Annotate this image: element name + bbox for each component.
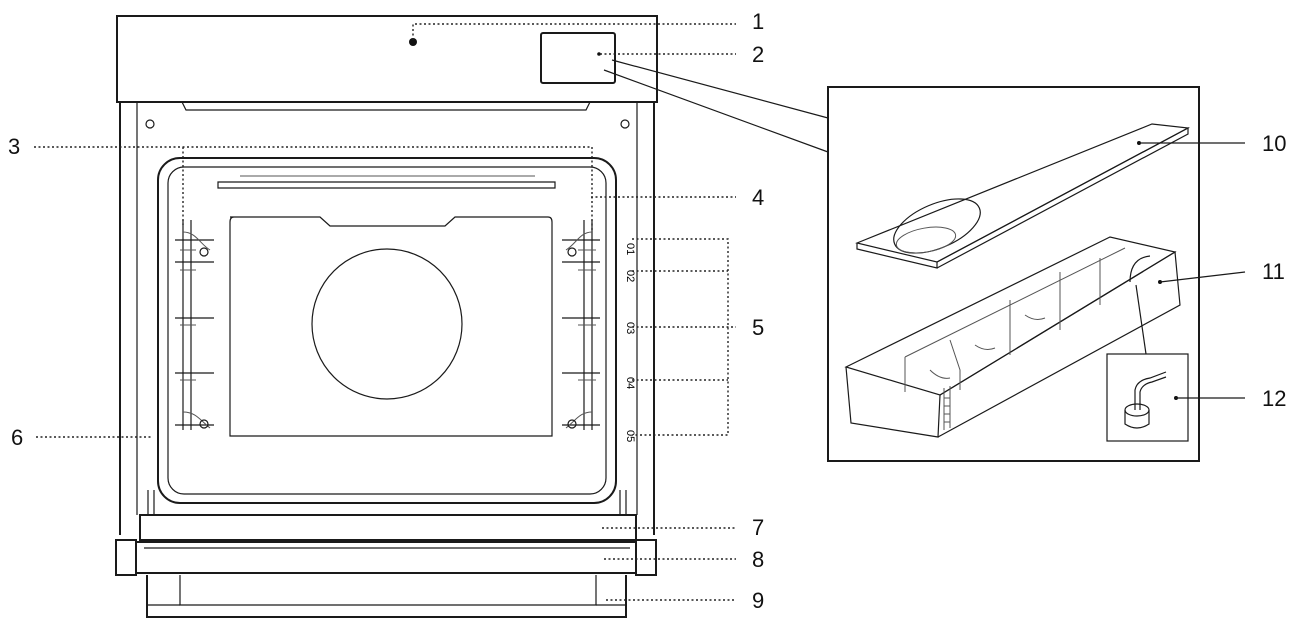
- callout-10: 10: [1262, 131, 1286, 156]
- leader-line-3: [34, 146, 593, 232]
- callout-3: 3: [8, 134, 20, 159]
- shelf-level-mark: 02: [624, 270, 636, 282]
- oven-body: 01 02 03 04 05: [115, 15, 658, 618]
- shelf-level-mark: 01: [624, 243, 636, 255]
- right-shelf-rack: [562, 220, 600, 430]
- shelf-level-marks: 01 02 03 04 05: [624, 243, 636, 442]
- convection-fan: [311, 248, 463, 400]
- callout-6: 6: [11, 425, 23, 450]
- shelf-level-mark: 05: [624, 430, 636, 442]
- inset-frame: [827, 86, 1200, 462]
- callout-4: 4: [752, 185, 764, 210]
- callout-7: 7: [752, 515, 764, 540]
- water-tank-inset: [827, 86, 1200, 462]
- callout-9: 9: [752, 588, 764, 613]
- leader-line-1: [412, 23, 736, 40]
- tank-body: [844, 236, 1181, 438]
- oven-door: [115, 514, 657, 618]
- callout-8: 8: [752, 547, 764, 572]
- oven-cavity-outer: [157, 157, 617, 504]
- leader-line-5: [632, 238, 736, 436]
- callout-numbers: 1 2 3 4 5 6 7 8 9 10 11 12: [8, 9, 1286, 613]
- zoom-line: [603, 59, 829, 153]
- callout-12: 12: [1262, 386, 1286, 411]
- leader-lines: [34, 23, 1246, 601]
- tank-lid: [855, 123, 1190, 269]
- left-shelf-rack: [175, 220, 214, 430]
- back-panel: [229, 216, 553, 437]
- water-tank-hatch: [540, 32, 616, 84]
- leader-line-11: [1159, 271, 1246, 283]
- shelf-level-mark: 03: [624, 322, 636, 334]
- callout-2: 2: [752, 42, 764, 67]
- callout-5: 5: [752, 315, 764, 340]
- callout-11: 11: [1262, 259, 1285, 284]
- oven-cavity-inner: [167, 166, 607, 495]
- control-panel-indicator: [409, 38, 417, 46]
- shelf-level-mark: 04: [624, 377, 636, 389]
- callout-1: 1: [752, 9, 764, 34]
- control-panel: [116, 15, 658, 103]
- filter-detail: [1106, 284, 1189, 442]
